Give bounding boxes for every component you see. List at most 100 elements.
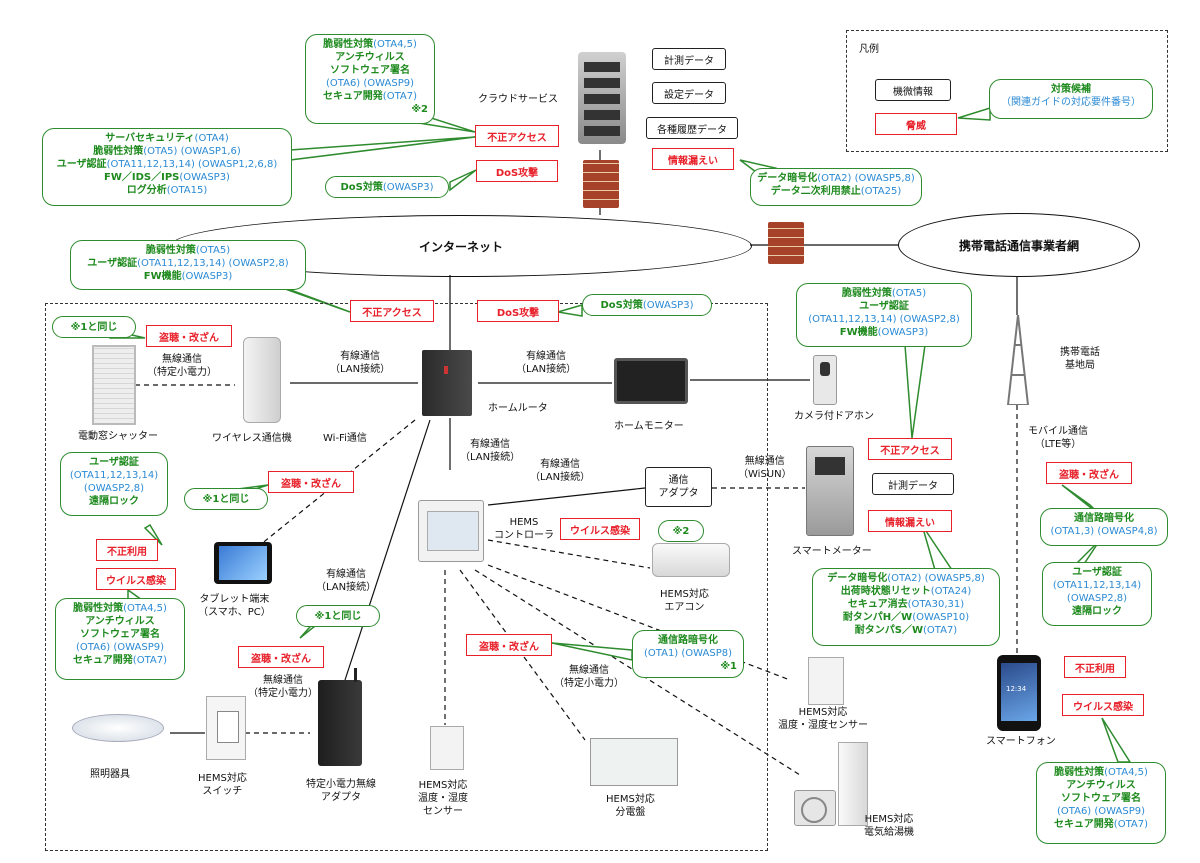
wisun-label: 無線通信 （WiSUN）	[738, 456, 792, 480]
cm-line: 耐タンパS／W	[854, 625, 923, 636]
smart-meter-label: スマートメーター	[792, 546, 872, 557]
threat-virus-hems: ウイルス感染	[560, 518, 640, 540]
phone-clock: 12:34	[1006, 685, 1027, 693]
cm-line: FW機能	[143, 271, 182, 282]
shutter-icon	[92, 345, 136, 425]
cloud-service-label: クラウドサービス	[478, 94, 558, 105]
cm-note: ※1	[720, 661, 737, 672]
heat-pump-icon	[794, 790, 836, 826]
note-same1-a: ※1と同じ	[52, 316, 136, 338]
cm-line: ユーザ認証	[1072, 567, 1122, 578]
cm-ref: (OTA5)	[891, 288, 927, 299]
label-wired-lan-4: 有線通信 （LAN接続）	[530, 459, 591, 483]
cm-line: 脆弱性対策	[841, 288, 892, 299]
cm-ref: (OTA7)	[382, 91, 418, 102]
cm-ref: (OWASP3)	[181, 271, 233, 282]
distribution-panel-icon	[590, 738, 678, 786]
cm-ref: (OWASP2,8)	[1066, 593, 1128, 604]
cloud-countermeasure-leak: データ暗号化(OTA2) (OWASP5,8) データ二次利用禁止(OTA25)	[750, 168, 922, 206]
aircon-label: HEMS対応 エアコン	[660, 589, 709, 613]
cm-ref: (OWASP10)	[912, 612, 970, 623]
meter-countermeasure-top: 脆弱性対策(OTA5) ユーザ認証 (OTA11,12,13,14) (OWAS…	[796, 283, 972, 347]
legend-info-box: 機微情報	[875, 79, 951, 101]
cm-ref: (OWASP2,8)	[83, 483, 145, 494]
cm-line: データ二次利用禁止	[770, 186, 861, 197]
cloud-threat-leak: 情報漏えい	[652, 148, 734, 170]
cm-line: FW機能	[839, 327, 878, 338]
label-wireless-specified: 無線通信 （特定小電力）	[147, 354, 217, 378]
home-threat-unauth: 不正アクセス	[350, 300, 434, 322]
note-2-hems: ※2	[658, 520, 704, 542]
cm-ref: (OTA6) (OWASP9)	[1057, 806, 1145, 817]
note-same1-b: ※1と同じ	[184, 488, 268, 510]
legend: 凡例 機微情報 脅威 対策候補 （関連ガイドの対応要件番号）	[846, 30, 1168, 152]
note-same1-c: ※1と同じ	[296, 605, 380, 627]
shutter-label: 電動窓シャッター	[78, 431, 158, 442]
doorphone-label: カメラ付ドアホン	[794, 411, 874, 422]
cm-ref: (OTA1,3) (OWASP4,8)	[1050, 526, 1158, 537]
lighting-label: 照明器具	[90, 769, 130, 780]
cloud-data-measure: 計測データ	[652, 48, 726, 70]
tablet-countermeasure-vuln: 脆弱性対策(OTA4,5) アンチウィルス ソフトウェア署名 (OTA6) (O…	[55, 598, 185, 680]
cm-line: 遠隔ロック	[89, 496, 139, 507]
cm-ref: (OTA4)	[194, 133, 229, 144]
cm-line: ユーザ認証	[87, 258, 138, 269]
wireless-device-label: ワイヤレス通信機	[212, 433, 292, 444]
cm-line: 脆弱性対策	[1054, 767, 1105, 778]
distribution-panel-label: HEMS対応 分電盤	[606, 794, 655, 818]
cm-line: ユーザ認証	[56, 159, 107, 170]
label-wired-lan-2: 有線通信 （LAN接続）	[516, 351, 577, 375]
threat-eavesdrop-adapter: 盗聴・改ざん	[238, 646, 324, 668]
mobile-countermeasure-auth: ユーザ認証 (OTA11,12,13,14) (OWASP2,8) 遠隔ロック	[1042, 562, 1152, 626]
base-station-tower-icon	[1004, 314, 1032, 406]
cm-line: DoS対策	[340, 182, 383, 193]
cm-line: 脆弱性対策	[323, 39, 374, 50]
firewall-mobile-icon	[768, 222, 804, 264]
meter-threat-unauth: 不正アクセス	[868, 438, 952, 460]
cm-ref: (OTA2) (OWASP5,8)	[817, 173, 915, 184]
tablet-icon	[214, 542, 272, 584]
cm-ref: (OTA24)	[930, 586, 972, 597]
cm-ref: (OTA6) (OWASP9)	[76, 642, 164, 653]
cm-ref: (OTA11,12,13,14) (OWASP1,2,6,8)	[106, 159, 278, 170]
mobile-threat-eavesdrop: 盗聴・改ざん	[1046, 462, 1132, 484]
mobile-countermeasure-vuln: 脆弱性対策(OTA4,5) アンチウィルス ソフトウェア署名 (OTA6) (O…	[1036, 762, 1166, 844]
cm-ref: (OTA6) (OWASP9)	[326, 78, 414, 89]
home-monitor-icon	[614, 358, 688, 404]
legend-title: 凡例	[859, 44, 879, 55]
label-wired-lan-5: 有線通信 （LAN接続）	[316, 569, 377, 593]
comm-adapter-label: 通信 アダプタ	[658, 475, 699, 499]
smartphone-icon: 12:34	[997, 655, 1041, 731]
cm-ref: (OTA4,5)	[1104, 767, 1148, 778]
wireless-device-icon	[243, 337, 281, 423]
cm-ref: (OWASP3)	[382, 182, 434, 193]
cm-note: ※1と同じ	[202, 494, 250, 505]
cm-ref: (OTA7)	[1113, 819, 1149, 830]
threat-eavesdrop-shutter: 盗聴・改ざん	[146, 325, 232, 347]
meter-threat-leak: 情報漏えい	[868, 510, 952, 532]
cm-line: アンチウィルス	[85, 616, 155, 627]
cm-ref: (OTA11,12,13,14) (OWASP2,8)	[808, 314, 960, 325]
cm-ref: (OWASP3)	[642, 300, 694, 311]
cm-line: FW／IDS／IPS	[104, 172, 180, 183]
cm-line: 通信路暗号化	[1074, 513, 1134, 524]
cm-line: ログ分析	[126, 185, 167, 196]
aircon-icon	[652, 543, 730, 577]
smartphone-label: スマートフォン	[986, 736, 1056, 747]
cm-line: 脆弱性対策	[145, 245, 196, 256]
cm-ref: (OTA5) (OWASP1,6)	[143, 146, 241, 157]
doorphone-icon	[813, 355, 837, 405]
cm-ref: (OTA11,12,13,14)	[1052, 580, 1142, 591]
cm-line: データ暗号化	[827, 573, 888, 584]
mobile-threat-virus: ウイルス感染	[1062, 694, 1144, 716]
cm-ref: (OTA11,12,13,14) (OWASP2,8)	[137, 258, 289, 269]
cm-ref: (OTA7)	[132, 655, 168, 666]
mobile-threat-misuse: 不正利用	[1064, 656, 1126, 678]
cm-line: ユーザ認証	[859, 301, 909, 312]
tablet-countermeasure-auth: ユーザ認証 (OTA11,12,13,14) (OWASP2,8) 遠隔ロック	[60, 452, 168, 516]
cm-line: ソフトウェア署名	[1061, 793, 1141, 804]
cm-line: セキュア開発	[1053, 819, 1114, 830]
tablet-label: タブレット端末 （スマホ、PC）	[198, 594, 271, 618]
legend-countermeasure-sub: （関連ガイドの対応要件番号）	[1001, 97, 1141, 108]
